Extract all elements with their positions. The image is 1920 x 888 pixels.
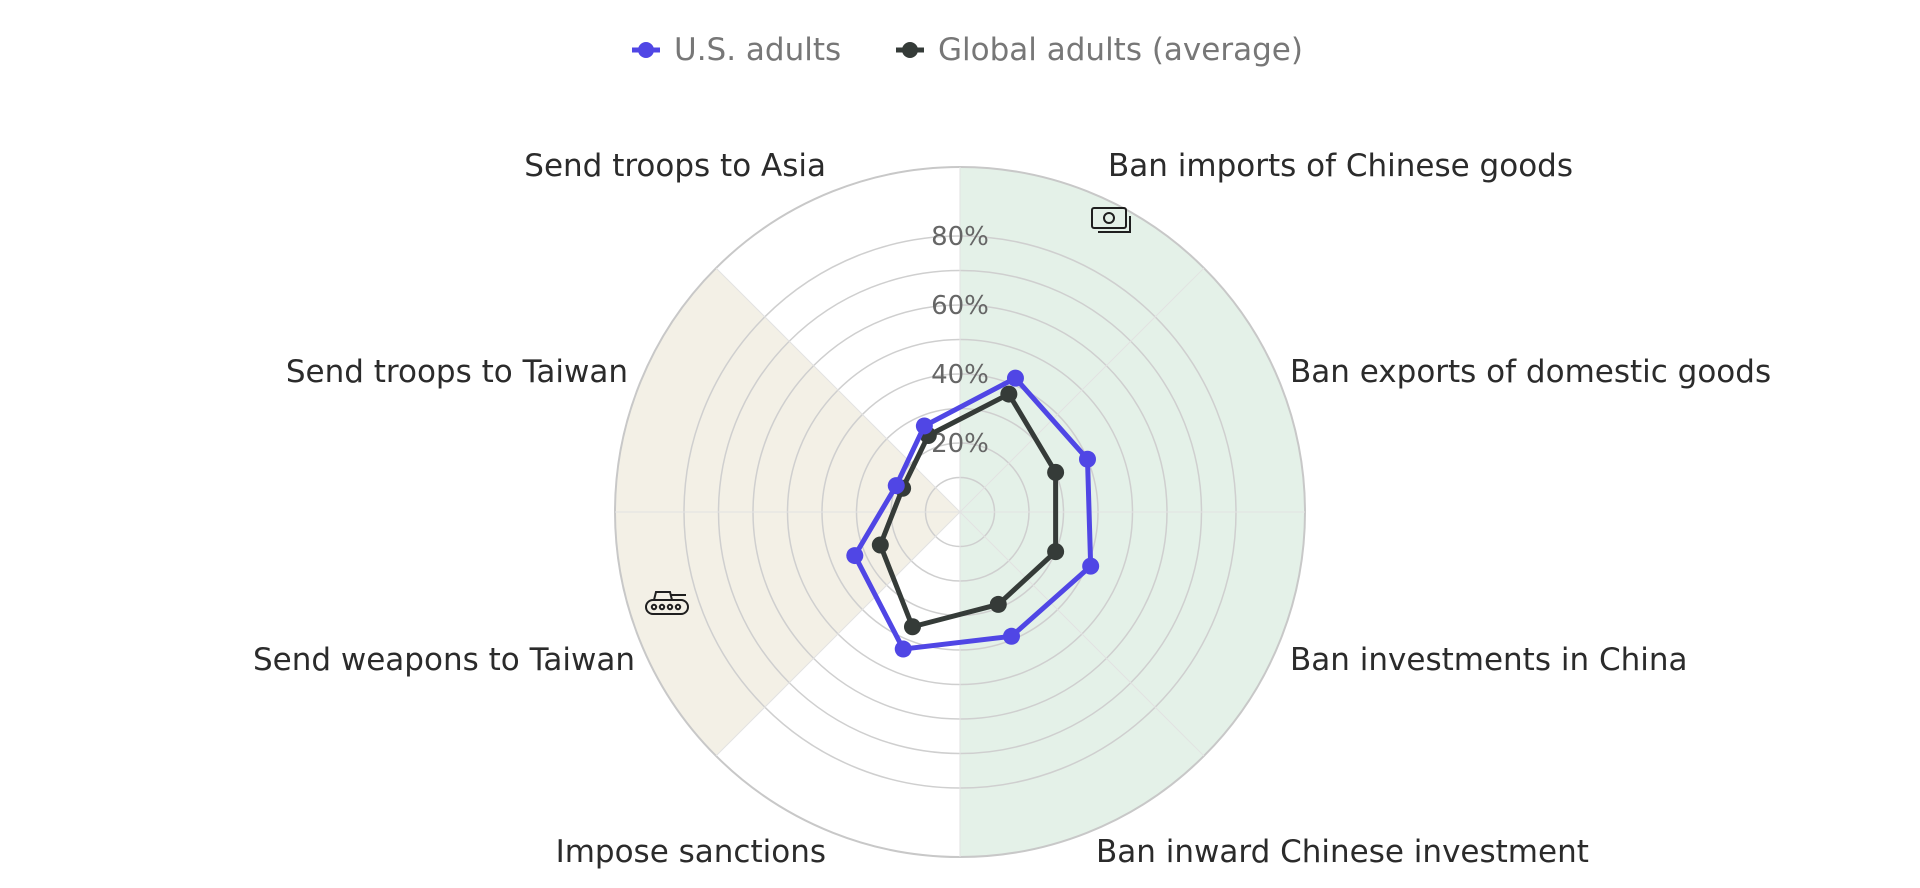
data-point-us-4[interactable] xyxy=(894,640,912,658)
tick-label-80: 80% xyxy=(931,222,989,252)
tick-label-60: 60% xyxy=(931,291,989,321)
category-label-3: Ban inward Chinese investment xyxy=(1096,834,1589,870)
tank-icon xyxy=(645,591,689,615)
tick-label-40: 40% xyxy=(931,360,989,390)
radial-tick-labels: 20% 40% 60% 80% xyxy=(931,222,989,459)
legend-swatch-global-dot xyxy=(902,42,918,58)
data-point-us-7[interactable] xyxy=(915,417,933,435)
legend: U.S. adults Global adults (average) xyxy=(632,32,1303,68)
legend-label-us: U.S. adults xyxy=(674,32,841,68)
data-point-us-6[interactable] xyxy=(887,477,905,495)
data-point-us-2[interactable] xyxy=(1082,557,1100,575)
category-label-4: Impose sanctions xyxy=(556,834,826,870)
category-label-0: Ban imports of Chinese goods xyxy=(1108,148,1573,184)
category-label-1: Ban exports of domestic goods xyxy=(1290,354,1771,390)
legend-item-global[interactable]: Global adults (average) xyxy=(896,32,1303,68)
category-label-2: Ban investments in China xyxy=(1290,642,1688,678)
radial-grid xyxy=(614,166,1306,858)
legend-item-us[interactable]: U.S. adults xyxy=(632,32,841,68)
data-point-global-2[interactable] xyxy=(1047,543,1065,561)
data-point-us-1[interactable] xyxy=(1078,450,1096,468)
category-label-5: Send weapons to Taiwan xyxy=(253,642,635,678)
legend-swatch-us-dot xyxy=(638,42,654,58)
grid-spoke xyxy=(715,267,961,513)
data-point-us-3[interactable] xyxy=(1002,627,1020,645)
data-point-global-5[interactable] xyxy=(871,536,889,554)
legend-label-global: Global adults (average) xyxy=(938,32,1303,68)
money-icon xyxy=(1091,207,1131,233)
category-label-6: Send troops to Taiwan xyxy=(286,354,628,390)
data-point-global-0[interactable] xyxy=(1000,385,1018,403)
grid-spoke xyxy=(715,511,961,757)
data-point-global-1[interactable] xyxy=(1047,463,1065,481)
data-point-us-5[interactable] xyxy=(846,547,864,565)
data-point-us-0[interactable] xyxy=(1006,369,1024,387)
category-label-7: Send troops to Asia xyxy=(524,148,826,184)
data-point-global-3[interactable] xyxy=(989,595,1007,613)
grid-spoke xyxy=(959,267,1205,513)
series-layer xyxy=(846,369,1100,658)
tick-label-20: 20% xyxy=(931,429,989,459)
grid-spoke xyxy=(959,511,1205,757)
data-point-global-4[interactable] xyxy=(903,618,921,636)
